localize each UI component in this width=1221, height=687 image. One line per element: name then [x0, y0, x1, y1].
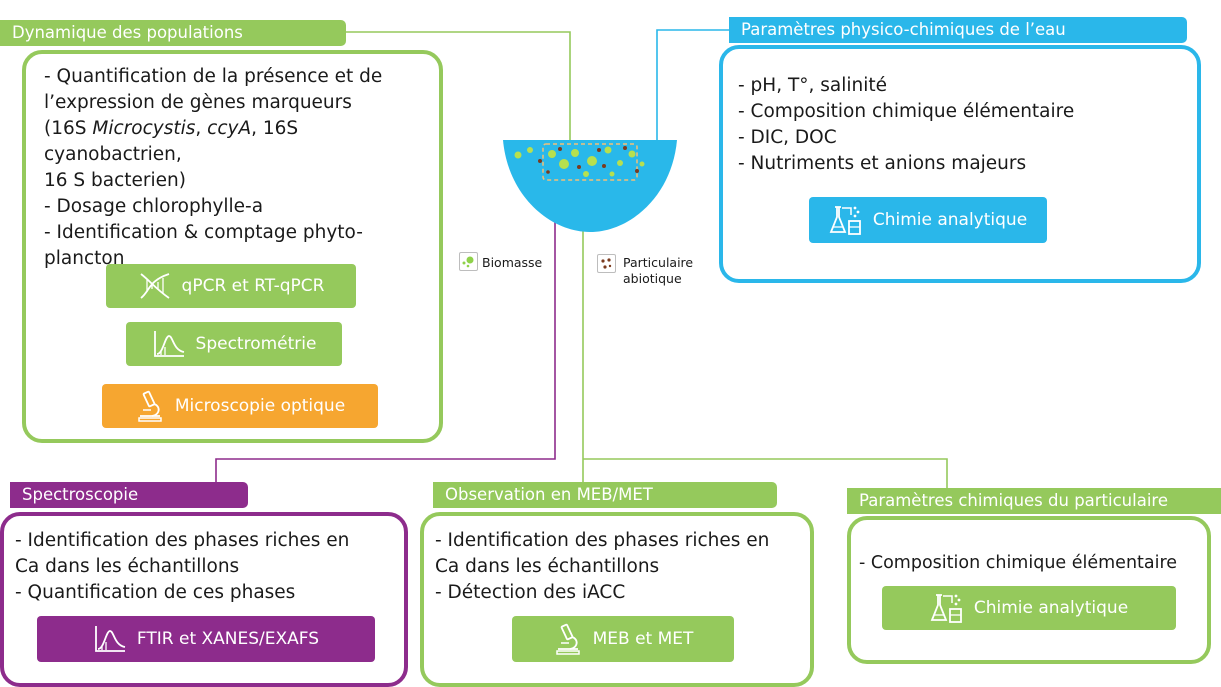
- particulate-panel: - Composition chimique élémentaire Chimi…: [847, 516, 1211, 664]
- meb-met-button[interactable]: MEB et MET: [512, 616, 734, 662]
- water-analytical-chemistry-button[interactable]: Chimie analytique: [809, 197, 1047, 243]
- water-sample-bowl: [503, 140, 677, 232]
- spectroscopy-panel: - Identification des phases riches en Ca…: [0, 512, 408, 687]
- dna-icon: [139, 273, 170, 299]
- population-line-1: - Quantification de la présence et de: [44, 66, 383, 87]
- spectroscopy-description: - Identification des phases riches en Ca…: [15, 528, 405, 606]
- abiotic-particles: [538, 146, 639, 174]
- spectroscopy-line-3: - Quantification de ces phases: [15, 582, 296, 603]
- lab-flask-icon: [829, 206, 861, 235]
- population-line-5: - Dosage chlorophylle-a: [44, 196, 264, 217]
- particulate-description: - Composition chimique élémentaire: [859, 550, 1211, 576]
- particulate-analytical-chemistry-button[interactable]: Chimie analytique: [882, 586, 1176, 630]
- biomass-label: Biomasse: [482, 255, 543, 270]
- lab-flask-icon: [930, 594, 962, 623]
- water-header: Paramètres physico-chimiques de l’eau: [729, 17, 1187, 43]
- spectrometry-button[interactable]: Spectrométrie: [126, 322, 342, 366]
- water-line-4: - Nutriments et anions majeurs: [738, 153, 1027, 174]
- meb-met-button-label: MEB et MET: [592, 629, 694, 649]
- water-line-3: - DIC, DOC: [738, 127, 837, 148]
- population-line-7: plancton: [44, 248, 125, 269]
- population-header: Dynamique des populations: [0, 20, 346, 46]
- biomass-particles: [514, 146, 645, 177]
- particulate-label-2: abiotique: [623, 271, 682, 286]
- population-header-label: Dynamique des populations: [12, 23, 243, 42]
- biomass-legend-icon: [459, 252, 478, 271]
- spectrum-icon: [153, 331, 184, 357]
- microscope-icon: [138, 390, 162, 422]
- optical-microscopy-button-label: Microscopie optique: [174, 396, 346, 416]
- spectrometry-button-label: Spectrométrie: [195, 334, 317, 354]
- microscope-icon: [555, 623, 580, 655]
- water-description: - pH, T°, salinité - Composition chimiqu…: [738, 73, 1193, 177]
- particulate-legend-icon: [597, 254, 616, 273]
- ftir-xanes-button-label: FTIR et XANES/EXAFS: [136, 629, 320, 649]
- population-line-3: (16S Microcystis, ccyA, 16S cyanobactrie…: [44, 118, 299, 165]
- water-line-2: - Composition chimique élémentaire: [738, 101, 1075, 122]
- population-panel: - Quantification de la présence et de l’…: [22, 50, 443, 443]
- water-header-label: Paramètres physico-chimiques de l’eau: [741, 20, 1066, 39]
- spectroscopy-header: Spectroscopie: [10, 482, 248, 508]
- observation-line-1: - Identification des phases riches en: [435, 530, 770, 551]
- ftir-xanes-button[interactable]: FTIR et XANES/EXAFS: [37, 616, 375, 662]
- spectroscopy-header-label: Spectroscopie: [22, 485, 139, 504]
- qpcr-button[interactable]: qPCR et RT-qPCR: [106, 264, 356, 308]
- spectrum-icon: [95, 626, 126, 652]
- population-line-4: 16 S bacterien): [44, 170, 187, 191]
- spectroscopy-line-2: Ca dans les échantillons: [15, 556, 240, 577]
- particulate-header-label: Paramètres chimiques du particulaire: [859, 491, 1168, 510]
- observation-header: Observation en MEB/MET: [433, 482, 777, 508]
- observation-line-2: Ca dans les échantillons: [435, 556, 660, 577]
- spectroscopy-line-1: - Identification des phases riches en: [15, 530, 350, 551]
- optical-microscopy-button[interactable]: Microscopie optique: [102, 384, 378, 428]
- population-line-2: l’expression de gènes marqueurs: [44, 92, 352, 113]
- observation-description: - Identification des phases riches en Ca…: [435, 528, 810, 606]
- particulate-label-1: Particulaire: [623, 255, 694, 270]
- particulate-line-1: - Composition chimique élémentaire: [859, 553, 1178, 573]
- water-panel: - pH, T°, salinité - Composition chimiqu…: [719, 45, 1201, 283]
- population-line-6: - Identification & comptage phyto-: [44, 222, 363, 243]
- observation-header-label: Observation en MEB/MET: [445, 485, 653, 504]
- qpcr-button-label: qPCR et RT-qPCR: [181, 276, 325, 296]
- population-description: - Quantification de la présence et de l’…: [44, 64, 439, 272]
- water-analytical-chemistry-button-label: Chimie analytique: [872, 210, 1028, 230]
- observation-line-3: - Détection des iACC: [435, 582, 626, 603]
- observation-panel: - Identification des phases riches en Ca…: [420, 512, 814, 687]
- particulate-analytical-chemistry-button-label: Chimie analytique: [973, 598, 1129, 618]
- water-line-1: - pH, T°, salinité: [738, 75, 888, 96]
- particulate-header: Paramètres chimiques du particulaire: [847, 488, 1221, 514]
